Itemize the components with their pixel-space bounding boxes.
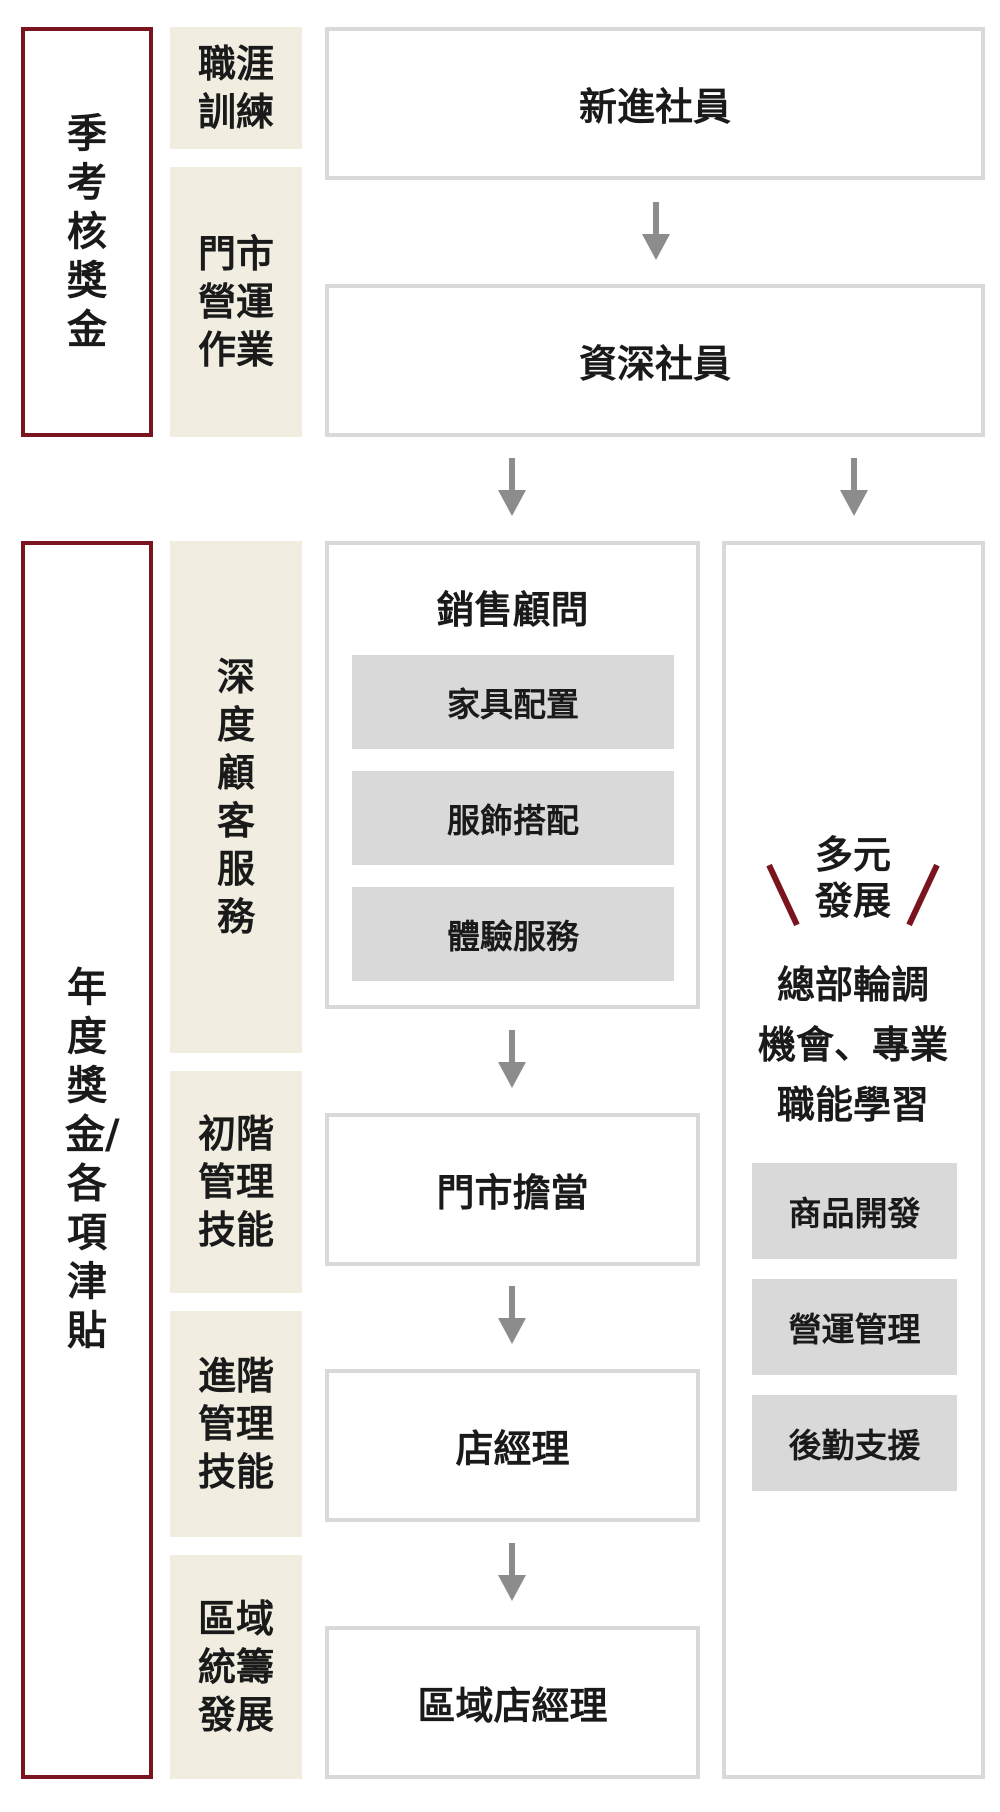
diverse-description-line: 職能學習 xyxy=(776,1083,929,1127)
quarterly-bonus-column: 季考核獎金 xyxy=(21,27,153,437)
stage-label: 職涯訓練 xyxy=(197,42,274,134)
sales-consultant-title: 銷售顧問 xyxy=(436,588,589,632)
sales-consultant-panel: 銷售顧問 家具配置 服飾搭配 體驗服務 xyxy=(325,541,700,1009)
quarterly-bonus-label: 季考核獎金 xyxy=(67,110,107,353)
role-store-lead: 門市擔當 xyxy=(325,1113,700,1266)
diverse-development-title: 多元發展 xyxy=(814,833,891,923)
role-store-manager: 店經理 xyxy=(325,1369,700,1522)
stage-label: 初階管理技能 xyxy=(197,1112,274,1252)
stage-store-ops: 門市營運作業 xyxy=(170,167,302,437)
arrow-down-icon xyxy=(496,458,528,518)
sales-item: 服飾搭配 xyxy=(352,771,674,865)
stage-label: 門市營運作業 xyxy=(197,232,274,372)
annual-bonus-column: 年度獎金/各項津貼 xyxy=(21,541,153,1779)
arrow-down-icon xyxy=(496,1030,528,1090)
role-senior-staff: 資深社員 xyxy=(325,284,985,437)
diverse-item: 後勤支援 xyxy=(752,1395,957,1491)
role-regional-manager: 區域店經理 xyxy=(325,1626,700,1779)
role-new-staff: 新進社員 xyxy=(325,27,985,180)
stage-deep-service: 深度顧客服務 xyxy=(170,541,302,1053)
stage-label: 進階管理技能 xyxy=(197,1354,274,1494)
diverse-item: 商品開發 xyxy=(752,1163,957,1259)
arrow-down-icon xyxy=(496,1543,528,1603)
diverse-item: 營運管理 xyxy=(752,1279,957,1375)
stage-senior-mgmt: 進階管理技能 xyxy=(170,1311,302,1537)
arrow-down-icon xyxy=(496,1286,528,1346)
stage-label: 深度顧客服務 xyxy=(216,655,255,939)
stage-label: 區域統籌發展 xyxy=(197,1597,274,1737)
diverse-development-panel xyxy=(722,541,985,1779)
sales-item: 家具配置 xyxy=(352,655,674,749)
stage-career-training: 職涯訓練 xyxy=(170,27,302,149)
stage-regional: 區域統籌發展 xyxy=(170,1555,302,1779)
diverse-description-line: 總部輪調 xyxy=(776,963,929,1007)
arrow-down-icon xyxy=(838,458,870,518)
stage-junior-mgmt: 初階管理技能 xyxy=(170,1071,302,1293)
sales-item: 體驗服務 xyxy=(352,887,674,981)
annual-bonus-label: 年度獎金/各項津貼 xyxy=(65,965,120,1354)
arrow-down-icon xyxy=(640,202,672,262)
diverse-description-line: 機會、專業 xyxy=(757,1023,948,1067)
